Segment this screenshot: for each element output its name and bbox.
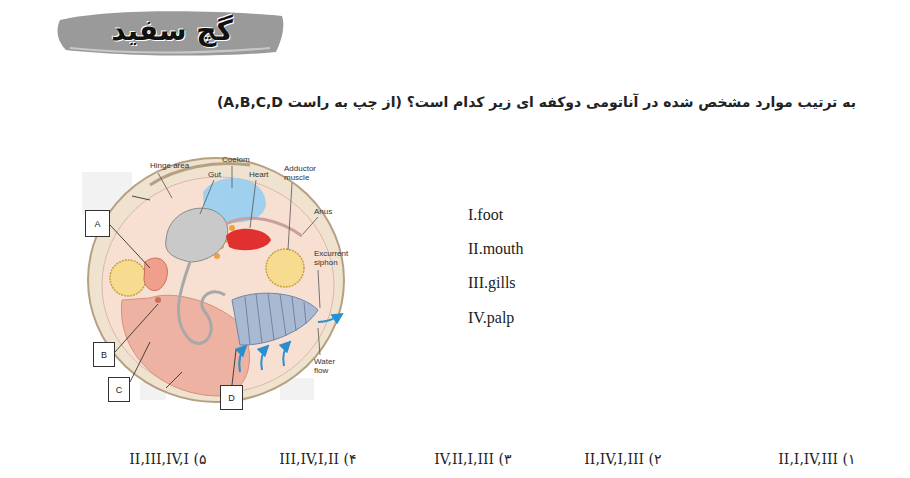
logo-brush-streak xyxy=(70,48,270,53)
palp xyxy=(144,258,167,291)
intestine xyxy=(178,262,225,343)
label-box: A xyxy=(85,210,110,237)
label-box: C xyxy=(108,377,130,402)
mouth xyxy=(155,297,161,303)
part-label: Heart xyxy=(249,170,269,179)
choice-item: III.gills xyxy=(468,274,516,292)
part-label: Anus xyxy=(314,207,332,216)
part-label: Coelom xyxy=(222,155,250,164)
label-box: D xyxy=(220,385,243,410)
logo-watermark: گچ سفید xyxy=(111,14,233,47)
answer-option: ۱) II,I,IV,III xyxy=(778,451,856,467)
answer-option: ۲) II,IV,I,III xyxy=(584,451,662,467)
part-label: Excurrent siphon xyxy=(314,249,358,267)
part-label: Water flow xyxy=(314,357,344,375)
logo-brush xyxy=(58,11,284,55)
answer-option: ۵) II,III,IV,I xyxy=(129,451,207,467)
water-arrow xyxy=(283,342,290,366)
part-label: Gut xyxy=(208,170,221,179)
heart xyxy=(226,229,271,251)
part-label: Hinge area xyxy=(150,161,189,170)
choice-item: II.mouth xyxy=(468,240,524,258)
water-arrow xyxy=(318,314,342,322)
label-box: B xyxy=(93,342,115,367)
shell xyxy=(88,158,344,402)
adductor-muscle xyxy=(110,260,146,296)
answer-option: ۳) IV,II,I,III xyxy=(434,451,512,467)
adductor-muscle xyxy=(266,249,304,287)
gill-stripes xyxy=(245,293,306,344)
question-title: به ترتیب موارد مشخص شده در آناتومی دوکفه… xyxy=(217,94,856,110)
box-letter: C xyxy=(116,385,123,395)
water-arrow xyxy=(261,346,268,370)
answer-option: ۴) III,IV,I,II xyxy=(279,451,357,467)
water-arrow xyxy=(239,346,246,372)
gills xyxy=(232,293,318,345)
leader-lines xyxy=(158,166,320,355)
gut xyxy=(166,208,228,262)
box-letter: D xyxy=(228,393,235,403)
box-leaders xyxy=(110,196,236,388)
choice-item: IV.palp xyxy=(468,309,514,327)
choice-item: I.foot xyxy=(468,206,503,224)
foot xyxy=(121,295,249,396)
part-label: Adductor muscle xyxy=(284,164,326,182)
box-letter: B xyxy=(101,350,107,360)
box-letter: A xyxy=(94,219,100,229)
